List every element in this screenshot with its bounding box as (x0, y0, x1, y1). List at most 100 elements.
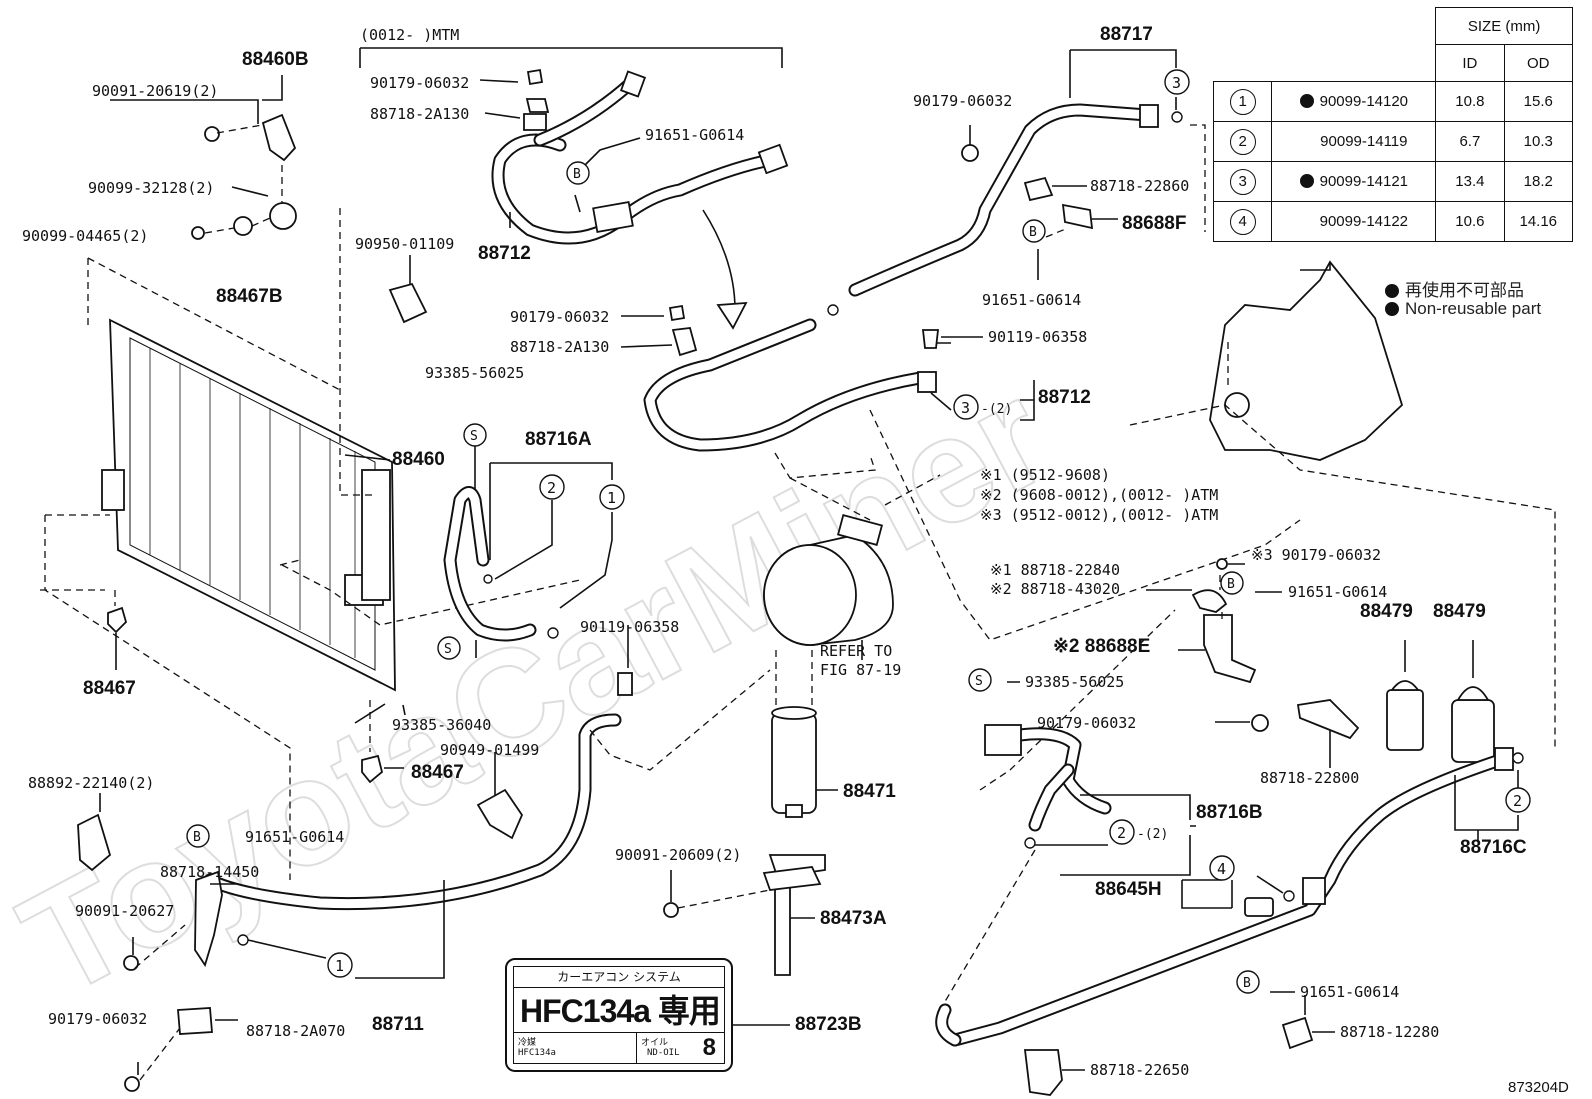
label-88712-a: 88712 (478, 243, 531, 264)
label-88718-22860: 88718-22860 (1090, 177, 1189, 195)
size-row-num: 2 (1229, 128, 1256, 155)
sticker-main: HFC134a 専用 (520, 993, 721, 1029)
label-90091-20609: 90091-20609(2) (615, 846, 741, 864)
size-row-id: 10.8 (1435, 81, 1505, 122)
oil-88479 (1386, 680, 1495, 763)
non-reusable-dot (1385, 284, 1399, 298)
size-row-id: 6.7 (1435, 121, 1505, 162)
label-88718-2A130-a: 88718-2A130 (370, 105, 469, 123)
label-88718-14450: 88718-14450 (160, 863, 259, 881)
size-row-id: 13.4 (1435, 161, 1505, 202)
label-88717: 88717 (1100, 24, 1153, 45)
label-90179-06032-b: 90179-06032 (510, 308, 609, 326)
size-row-2: 2 90099-14119 6.7 10.3 (1212, 121, 1574, 162)
label-88645H: 88645H (1095, 879, 1162, 900)
label-88718-2A130-b: 88718-2A130 (510, 338, 609, 356)
marker-2-b: 2-(2) (1109, 819, 1168, 845)
size-table-title: SIZE (mm) (1435, 7, 1573, 45)
svg-text:S: S (975, 674, 983, 689)
svg-text:B: B (1029, 225, 1037, 240)
size-row-num: 3 (1229, 168, 1256, 195)
marker-1-b: 1 (327, 952, 353, 978)
label-88712-b: 88712 (1038, 387, 1091, 408)
mtm-header: (0012- )MTM (360, 26, 459, 44)
size-row-part: 90099-14121 (1319, 173, 1409, 190)
non-reusable-dot (1299, 94, 1314, 108)
size-row-id: 10.6 (1435, 201, 1505, 242)
sticker-r1: オイル (641, 1038, 669, 1048)
label-90099-32128: 90099-32128(2) (88, 179, 214, 197)
refer-line2: FIG 87-19 (820, 661, 901, 679)
svg-text:-(2): -(2) (1137, 827, 1168, 842)
marker-3-a: 3 (1164, 69, 1190, 95)
marker-b-c: B (1220, 571, 1244, 595)
svg-text:B: B (1227, 577, 1235, 592)
refrigerant-sticker: カーエアコン システム HFC134a 専用 冷媒 HFC134a オイル ND… (505, 958, 733, 1072)
label-91651-G0614-e: 91651-G0614 (1300, 983, 1399, 1001)
label-90179-06032-d: 90179-06032 (913, 92, 1012, 110)
cushion-88467-a (107, 606, 128, 634)
label-91651-G0614-b: 91651-G0614 (245, 828, 344, 846)
label-88688F: 88688F (1122, 213, 1186, 234)
marker-b-b: B (1022, 219, 1046, 243)
non-reusable-dot (1299, 174, 1314, 188)
bracket-90949-01499 (476, 788, 524, 840)
label-88460: 88460 (392, 449, 445, 470)
marker-s-a: S (463, 423, 487, 447)
hose-88712-a (491, 70, 789, 245)
label-88688E: ※2 88688E (1053, 636, 1150, 657)
bracket-88460B (191, 113, 297, 240)
note-3: ※3 (9512-0012),(0012- )ATM (980, 506, 1218, 524)
pipe-88716C (935, 747, 1514, 1047)
svg-text:S: S (470, 429, 478, 444)
label-90950-01109: 90950-01109 (355, 235, 454, 253)
size-row-num: 4 (1229, 208, 1256, 235)
size-row-3: 3 90099-14121 13.4 18.2 (1212, 161, 1574, 202)
clip-88718-22650 (1023, 1049, 1063, 1096)
size-row-part: 90099-14119 (1320, 133, 1408, 150)
bolt-90119-06358-b (921, 329, 940, 349)
label-88718-22840: ※1 88718-22840 (990, 561, 1120, 579)
label-88479-a: 88479 (1360, 601, 1413, 622)
svg-text:B: B (1243, 976, 1251, 991)
label-88471: 88471 (843, 781, 896, 802)
size-row-od: 18.2 (1503, 161, 1574, 202)
size-row-part: 90099-14120 (1319, 93, 1409, 110)
label-90091-20619: 90091-20619(2) (92, 82, 218, 100)
label-93385-56025-b: 93385-56025 (1025, 673, 1124, 691)
label-88718-2A070: 88718-2A070 (246, 1022, 345, 1040)
size-col-od: OD (1503, 44, 1574, 82)
label-88467-a: 88467 (83, 678, 136, 699)
marker-1-a: 1 (599, 484, 625, 510)
bracket-88718-22800 (1296, 699, 1360, 740)
figure-id: 873204D (1508, 1079, 1569, 1096)
marker-4: 4 (1209, 855, 1235, 881)
size-row-od: 10.3 (1503, 121, 1574, 162)
legend-en: Non-reusable part (1385, 299, 1541, 319)
sticker-top: カーエアコン システム (514, 967, 724, 988)
svg-text:1: 1 (607, 489, 616, 507)
label-88718-22650: 88718-22650 (1090, 1061, 1189, 1079)
label-88718-12280: 88718-12280 (1340, 1023, 1439, 1041)
note-2: ※2 (9608-0012),(0012- )ATM (980, 486, 1218, 504)
receiver-88471 (771, 706, 817, 818)
label-88892-22140: 88892-22140(2) (28, 774, 154, 792)
label-88460B: 88460B (242, 49, 309, 70)
marker-b-a: B (566, 161, 590, 185)
svg-text:B: B (573, 167, 581, 182)
gasket-90950-01109 (388, 282, 428, 324)
label-90119-06358-b: 90119-06358 (988, 328, 1087, 346)
label-88723B: 88723B (795, 1014, 862, 1035)
label-91651-G0614-c: 91651-G0614 (982, 291, 1081, 309)
clamp-88718-12280 (1281, 1016, 1314, 1050)
marker-b-d: B (186, 824, 210, 848)
size-row-od: 14.16 (1503, 201, 1574, 242)
marker-b-e: B (1236, 970, 1260, 994)
label-88711: 88711 (372, 1014, 424, 1035)
label-88467-b: 88467 (411, 762, 464, 783)
svg-text:2: 2 (547, 479, 556, 497)
svg-text:2: 2 (1513, 792, 1522, 810)
svg-text:-(2): -(2) (981, 402, 1012, 417)
clip-88892 (77, 813, 112, 872)
bracket-88688E (1203, 614, 1257, 684)
